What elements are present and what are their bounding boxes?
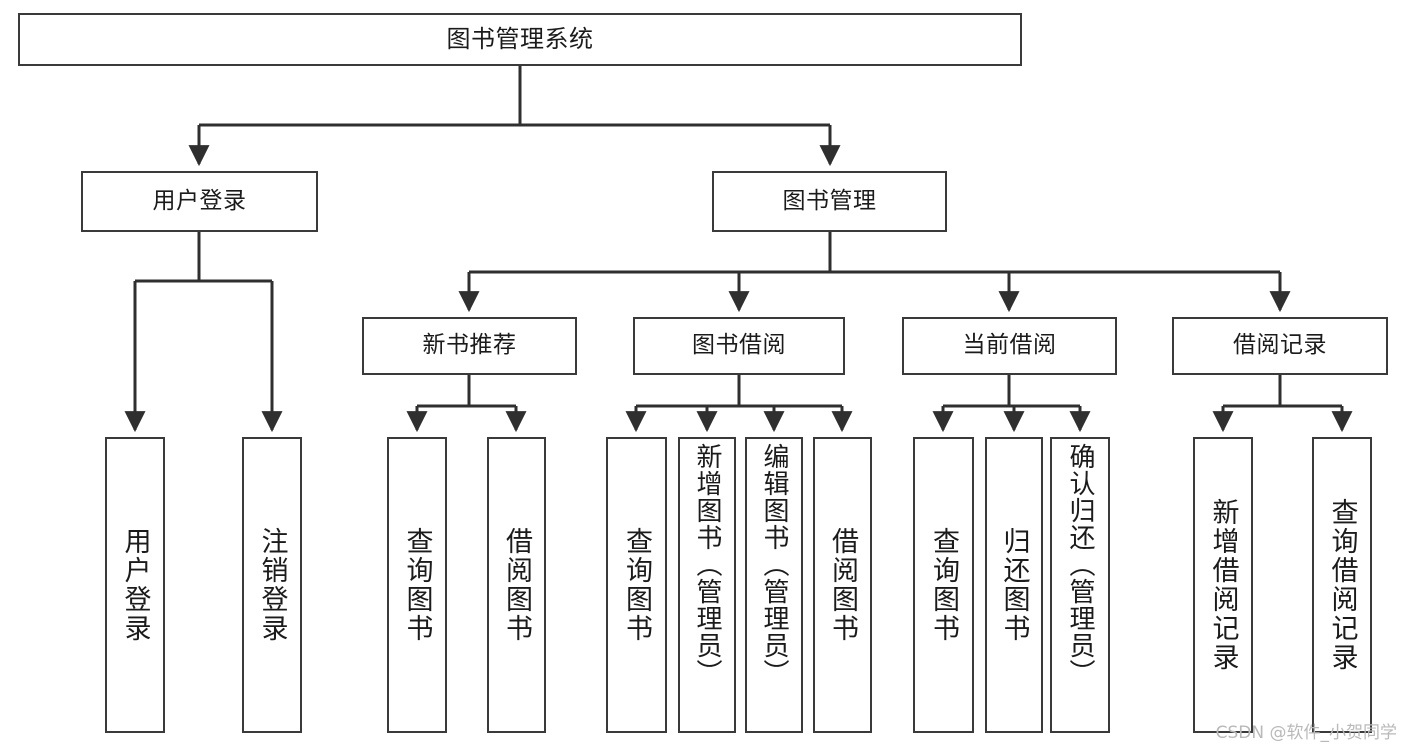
node-borrow-record-label: 借阅记录 [1233, 332, 1327, 359]
node-root-label: 图书管理系统 [446, 25, 594, 54]
csdn-watermark: CSDN @软件_小贺同学 [1215, 723, 1397, 743]
node-leaf-return-book-label: 归还图书 [998, 527, 1030, 643]
node-user-login-label: 用户登录 [152, 187, 247, 214]
node-leaf-borrow-book-label: 借阅图书 [827, 527, 858, 643]
node-leaf-edit-book-label: 编辑图书（管理员） [759, 443, 789, 686]
node-leaf-borrow-book-recommend-label: 借阅图书 [501, 527, 532, 643]
node-leaf-add-record[interactable]: 新增借阅记录 [1193, 437, 1253, 733]
node-leaf-user-login[interactable]: 用户登录 [105, 437, 165, 733]
node-borrow-record[interactable]: 借阅记录 [1172, 317, 1388, 375]
node-leaf-logout[interactable]: 注销登录 [242, 437, 302, 733]
node-book-management-label: 图书管理 [782, 187, 877, 214]
node-current-borrow-label: 当前借阅 [962, 332, 1057, 359]
node-leaf-borrow-book[interactable]: 借阅图书 [813, 437, 872, 733]
node-leaf-query-book-current-label: 查询图书 [928, 527, 959, 643]
node-new-book-recommend-label: 新书推荐 [422, 332, 517, 359]
node-leaf-query-record-label: 查询借阅记录 [1326, 498, 1358, 672]
node-new-book-recommend[interactable]: 新书推荐 [362, 317, 577, 375]
node-root[interactable]: 图书管理系统 [18, 13, 1022, 66]
node-leaf-query-book-borrow[interactable]: 查询图书 [606, 437, 667, 733]
node-leaf-borrow-book-recommend[interactable]: 借阅图书 [487, 437, 546, 733]
node-user-login[interactable]: 用户登录 [81, 171, 318, 232]
node-leaf-add-record-label: 新增借阅记录 [1207, 498, 1239, 672]
node-leaf-add-book[interactable]: 新增图书（管理员） [678, 437, 736, 733]
node-book-borrow-label: 图书借阅 [692, 332, 786, 359]
node-book-management[interactable]: 图书管理 [712, 171, 947, 232]
node-leaf-query-book-borrow-label: 查询图书 [621, 527, 652, 643]
node-leaf-confirm-return[interactable]: 确认归还（管理员） [1050, 437, 1110, 733]
node-leaf-edit-book[interactable]: 编辑图书（管理员） [745, 437, 803, 733]
node-leaf-query-book-current[interactable]: 查询图书 [913, 437, 974, 733]
node-leaf-query-book-recommend-label: 查询图书 [401, 527, 433, 643]
node-book-borrow[interactable]: 图书借阅 [633, 317, 845, 375]
node-leaf-return-book[interactable]: 归还图书 [985, 437, 1043, 733]
node-current-borrow[interactable]: 当前借阅 [902, 317, 1117, 375]
node-leaf-query-record[interactable]: 查询借阅记录 [1312, 437, 1372, 733]
node-leaf-add-book-label: 新增图书（管理员） [692, 443, 722, 686]
node-leaf-user-login-label: 用户登录 [119, 527, 151, 643]
node-leaf-confirm-return-label: 确认归还（管理员） [1065, 443, 1095, 686]
node-leaf-query-book-recommend[interactable]: 查询图书 [387, 437, 447, 733]
node-leaf-logout-label: 注销登录 [256, 527, 288, 643]
